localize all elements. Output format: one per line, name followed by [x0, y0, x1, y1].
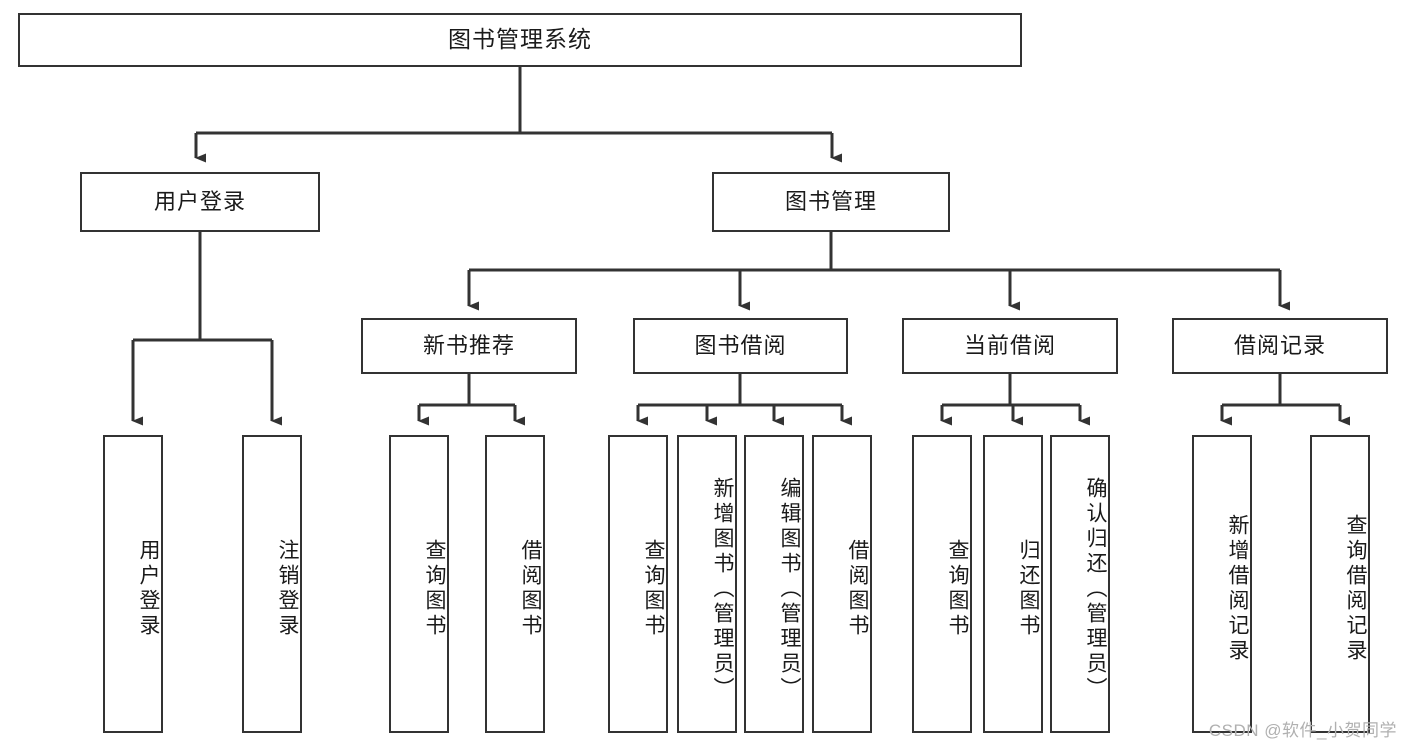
node-leaf-add-record-label: 新增借阅记录	[1226, 514, 1249, 664]
node-new-book-recommend-label: 新书推荐	[422, 332, 515, 358]
node-leaf-add-record[interactable]: 新增借阅记录	[1192, 435, 1252, 733]
node-leaf-query-book-3-label: 查询图书	[946, 539, 969, 639]
watermark: CSDN @软件_小贺同学	[1208, 721, 1397, 740]
node-leaf-user-logout[interactable]: 注销登录	[242, 435, 302, 733]
node-book-manage[interactable]: 图书管理	[712, 172, 950, 232]
node-leaf-query-book-1-label: 查询图书	[423, 539, 446, 639]
node-leaf-confirm-return[interactable]: 确认归还（管理员）	[1050, 435, 1110, 733]
node-borrow-record-label: 借阅记录	[1233, 332, 1326, 358]
node-leaf-borrow-book-1-label: 借阅图书	[519, 539, 542, 639]
node-leaf-query-book-2[interactable]: 查询图书	[608, 435, 668, 733]
node-leaf-add-book[interactable]: 新增图书（管理员）	[677, 435, 737, 733]
node-leaf-return-book[interactable]: 归还图书	[983, 435, 1043, 733]
node-current-borrow[interactable]: 当前借阅	[902, 318, 1118, 374]
node-leaf-query-record[interactable]: 查询借阅记录	[1310, 435, 1370, 733]
node-leaf-query-record-label: 查询借阅记录	[1344, 514, 1367, 664]
node-leaf-add-book-label: 新增图书（管理员）	[711, 476, 734, 702]
node-leaf-edit-book[interactable]: 编辑图书（管理员）	[744, 435, 804, 733]
node-leaf-query-book-1[interactable]: 查询图书	[389, 435, 449, 733]
node-current-borrow-label: 当前借阅	[963, 332, 1056, 358]
node-leaf-borrow-book-2-label: 借阅图书	[846, 539, 869, 639]
node-leaf-confirm-return-label: 确认归还（管理员）	[1084, 476, 1107, 702]
node-leaf-query-book-3[interactable]: 查询图书	[912, 435, 972, 733]
node-user-login[interactable]: 用户登录	[80, 172, 320, 232]
node-leaf-user-login[interactable]: 用户登录	[103, 435, 163, 733]
node-new-book-recommend[interactable]: 新书推荐	[361, 318, 577, 374]
node-borrow-record[interactable]: 借阅记录	[1172, 318, 1388, 374]
node-leaf-user-login-label: 用户登录	[137, 539, 160, 639]
node-leaf-borrow-book-2[interactable]: 借阅图书	[812, 435, 872, 733]
node-book-manage-label: 图书管理	[784, 188, 877, 214]
node-root[interactable]: 图书管理系统	[18, 13, 1022, 67]
node-leaf-edit-book-label: 编辑图书（管理员）	[778, 476, 801, 702]
node-leaf-return-book-label: 归还图书	[1017, 539, 1040, 639]
node-leaf-query-book-2-label: 查询图书	[642, 539, 665, 639]
node-leaf-user-logout-label: 注销登录	[276, 539, 299, 639]
node-book-borrow[interactable]: 图书借阅	[633, 318, 848, 374]
node-book-borrow-label: 图书借阅	[694, 332, 787, 358]
node-root-label: 图书管理系统	[448, 26, 592, 53]
node-leaf-borrow-book-1[interactable]: 借阅图书	[485, 435, 545, 733]
node-user-login-label: 用户登录	[153, 188, 246, 214]
